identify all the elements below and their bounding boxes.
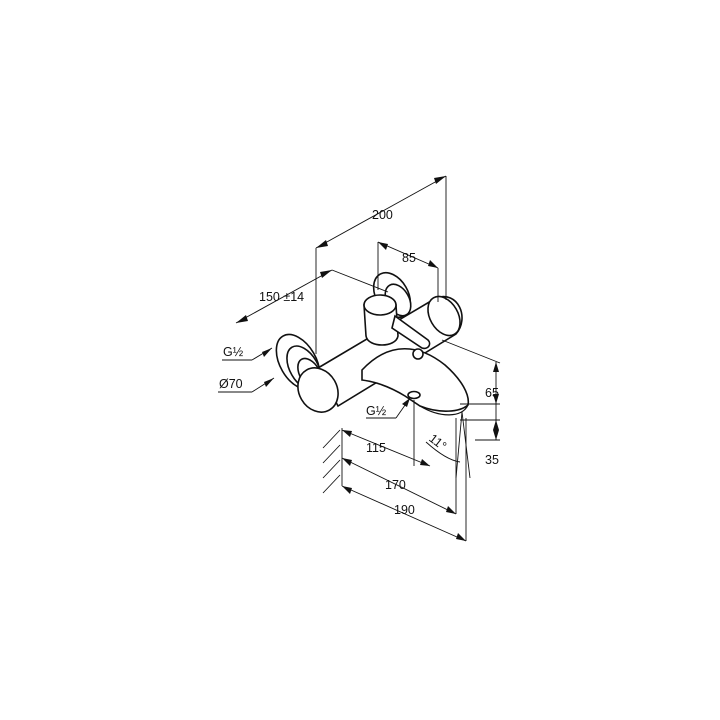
dim-200-label: 200 [372, 208, 393, 222]
arrow-heads [236, 176, 499, 541]
dim-65-label: 65 [485, 386, 499, 400]
wall-hatch [322, 429, 341, 494]
dim-170-label: 170 [385, 478, 406, 492]
lever-handle [363, 294, 431, 360]
rosette-diameter-label: Ø70 [219, 377, 243, 391]
dim-115-label: 115 [366, 441, 386, 455]
dim-190-label: 190 [394, 503, 415, 517]
spout [361, 348, 470, 416]
dim-85-label: 85 [402, 251, 416, 265]
dim-35-label: 35 [485, 453, 499, 467]
dim-150-label: 150 ±14 [259, 290, 304, 304]
inlet-thread-label: G½ [223, 345, 244, 359]
dimension-labels: 200 85 150 ±14 G½ Ø70 G½ 65 35 115 170 1… [219, 208, 499, 517]
dimension-lines [235, 175, 501, 542]
spout-angle-label: 11° [426, 431, 449, 453]
outlet-thread-label: G½ [366, 404, 387, 418]
